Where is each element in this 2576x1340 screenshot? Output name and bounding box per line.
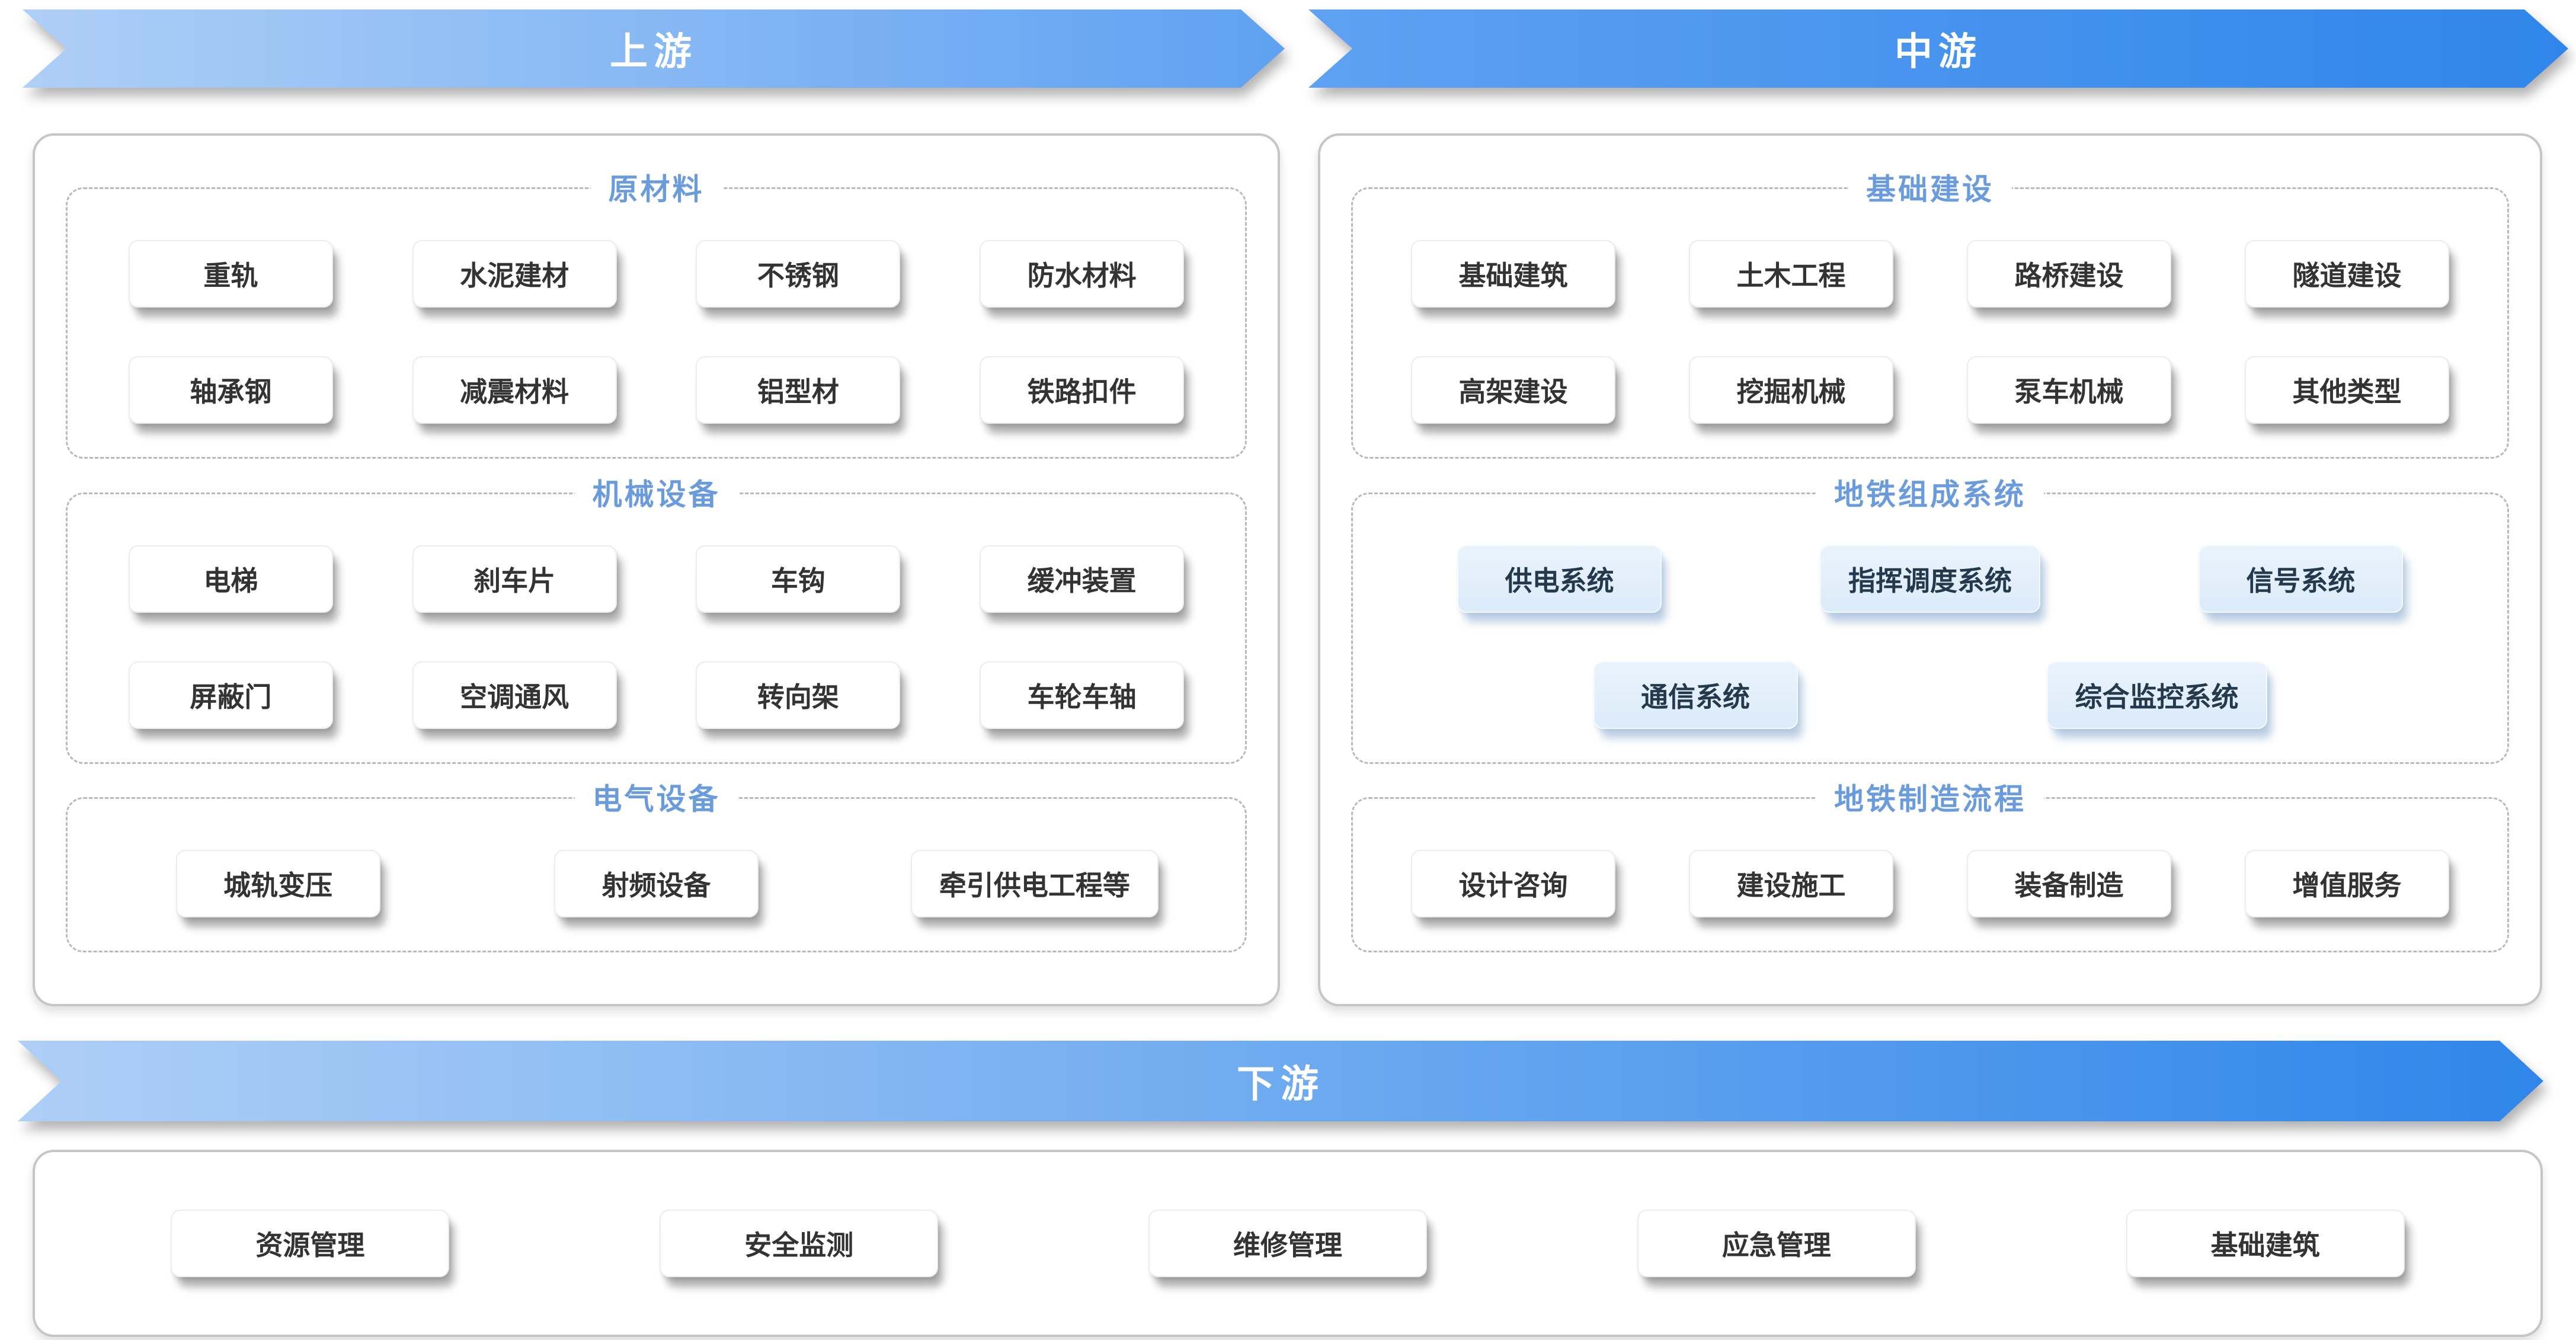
- item-chip: 综合监控系统: [2046, 661, 2267, 729]
- panel-section: 原材料重轨 水泥建材 不锈钢 防水材料轴承钢 减震材料 铝型材 铁路扣件: [66, 165, 1247, 459]
- item-chip: 刹车片: [412, 545, 617, 613]
- chip-row: 供电系统 指挥调度系统 信号系统: [1374, 545, 2486, 613]
- chip-row: 通信系统 综合监控系统: [1374, 661, 2486, 729]
- midstream-panel: 基础建设基础建筑 土木工程 路桥建设 隧道建设高架建设 挖掘机械 泵车机械 其他类型地铁组成…: [1318, 133, 2542, 1006]
- midstream-banner: 中游: [1308, 9, 2568, 88]
- section-title: 原材料: [590, 165, 722, 209]
- item-chip: 装备制造: [1967, 850, 2171, 918]
- chip-row: 城轨变压 射频设备 牵引供电工程等: [89, 850, 1224, 918]
- upstream-panel: 原材料重轨水泥建材不锈钢防水材料轴承钢减震材料铝型材铁路扣件机械设备电梯刹车片车…: [33, 133, 1280, 1006]
- item-chip: 减震材料: [412, 356, 617, 424]
- item-chip: 挖掘机械: [1689, 356, 1893, 424]
- item-chip: 屏蔽门: [128, 661, 333, 729]
- item-chip: 轴承钢: [128, 356, 333, 424]
- item-chip: 防水材料: [980, 239, 1185, 308]
- panel-section: 地铁组成系统供电系统 指挥调度系统 信号系统通信系统 综合监控系统: [1351, 470, 2509, 764]
- downstream-banner-label: 下游: [1237, 1063, 1324, 1105]
- item-chip: 维修管理: [1148, 1210, 1427, 1277]
- chip-row: 高架建设 挖掘机械 泵车机械 其他类型: [1374, 356, 2486, 424]
- item-chip: 转向架: [696, 661, 901, 729]
- chip-row: 屏蔽门 空调通风 转向架 车轮车轴: [89, 661, 1224, 729]
- item-chip: 重轨: [128, 239, 333, 308]
- item-chip: 电梯: [128, 545, 333, 613]
- item-chip: 射频设备: [553, 850, 759, 918]
- chip-row: 资源管理 安全监测 维修管理 应急管理 基础建筑: [66, 1210, 2510, 1277]
- item-chip: 车钩: [696, 545, 901, 613]
- downstream-ribbon-shape: 下游: [18, 1041, 2543, 1121]
- item-chip: 水泥建材: [412, 239, 617, 308]
- item-chip: 空调通风: [412, 661, 617, 729]
- item-chip: 应急管理: [1637, 1210, 1916, 1277]
- item-chip: 车轮车轴: [980, 661, 1185, 729]
- upstream-banner-label: 上游: [610, 30, 697, 73]
- section-title: 基础建设: [1848, 165, 2012, 209]
- section-title: 电气设备: [574, 775, 738, 818]
- item-chip: 指挥调度系统: [1819, 545, 2040, 613]
- item-chip: 其他类型: [2245, 356, 2449, 424]
- midstream-banner-label: 中游: [1895, 30, 1982, 73]
- midstream-ribbon-shape: 中游: [1308, 9, 2568, 88]
- item-chip: 土木工程: [1689, 239, 1893, 308]
- downstream-panel: 资源管理 安全监测 维修管理 应急管理 基础建筑: [33, 1150, 2543, 1337]
- item-chip: 缓冲装置: [980, 545, 1185, 613]
- item-chip: 通信系统: [1593, 661, 1798, 729]
- item-chip: 高架建设: [1411, 356, 1615, 424]
- item-chip: 基础建筑: [2126, 1210, 2405, 1277]
- upstream-ribbon-shape: 上游: [23, 9, 1285, 88]
- panel-section: 机械设备电梯 刹车片 车钩 缓冲装置屏蔽门 空调通风 转向架 车轮车轴: [66, 470, 1247, 764]
- item-chip: 基础建筑: [1411, 239, 1615, 308]
- chip-row: 基础建筑 土木工程 路桥建设 隧道建设: [1374, 239, 2486, 308]
- item-chip: 设计咨询: [1411, 850, 1615, 918]
- item-chip: 牵引供电工程等: [910, 850, 1159, 918]
- downstream-banner: 下游: [18, 1041, 2543, 1121]
- section-title: 地铁制造流程: [1816, 775, 2044, 818]
- chip-row: 轴承钢 减震材料 铝型材 铁路扣件: [89, 356, 1224, 424]
- item-chip: 隧道建设: [2245, 239, 2449, 308]
- panel-section: 电气设备城轨变压 射频设备 牵引供电工程等: [66, 775, 1247, 953]
- item-chip: 安全监测: [660, 1210, 939, 1277]
- item-chip: 资源管理: [171, 1210, 450, 1277]
- section-title: 地铁组成系统: [1816, 470, 2044, 513]
- item-chip: 建设施工: [1689, 850, 1893, 918]
- item-chip: 铁路扣件: [980, 356, 1185, 424]
- item-chip: 增值服务: [2245, 850, 2449, 918]
- chip-row: 电梯 刹车片 车钩 缓冲装置: [89, 545, 1224, 613]
- section-title: 机械设备: [574, 470, 738, 513]
- item-chip: 泵车机械: [1967, 356, 2171, 424]
- panel-section: 基础建设基础建筑 土木工程 路桥建设 隧道建设高架建设 挖掘机械 泵车机械 其他类型: [1351, 165, 2509, 459]
- chip-row: 重轨 水泥建材 不锈钢 防水材料: [89, 239, 1224, 308]
- chip-row: 设计咨询 建设施工 装备制造 增值服务: [1374, 850, 2486, 918]
- item-chip: 不锈钢: [696, 239, 901, 308]
- item-chip: 路桥建设: [1967, 239, 2171, 308]
- panel-section: 地铁制造流程设计咨询 建设施工 装备制造 增值服务: [1351, 775, 2509, 953]
- item-chip: 铝型材: [696, 356, 901, 424]
- item-chip: 城轨变压: [175, 850, 380, 918]
- item-chip: 供电系统: [1457, 545, 1662, 613]
- upstream-banner: 上游: [23, 9, 1285, 88]
- item-chip: 信号系统: [2198, 545, 2403, 613]
